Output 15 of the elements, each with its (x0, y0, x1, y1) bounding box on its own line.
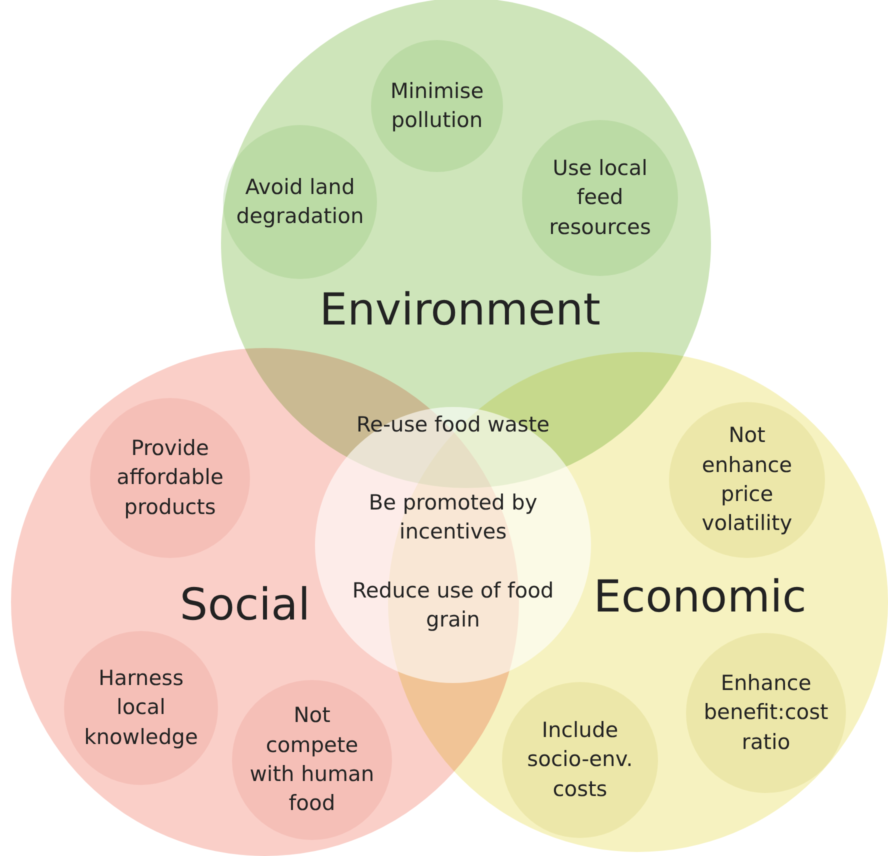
factor-label: Re-use food waste (355, 411, 551, 438)
factor-label: Enhance benefit:cost ratio (702, 670, 830, 756)
circle-title: Environment (320, 284, 600, 336)
factor-label: Minimise pollution (389, 78, 485, 134)
factor-label: Not compete with human food (248, 702, 376, 818)
factor-label: Avoid land degradation (235, 174, 365, 230)
circle-title: Economic (594, 572, 806, 622)
factor-label: Be promoted by incentives (368, 490, 538, 546)
factor-label: Provide affordable products (116, 434, 224, 521)
circle-title: Social (180, 580, 310, 630)
factor-label: Harness local knowledge (83, 664, 199, 751)
factor-label: Reduce use of food grain (351, 578, 555, 634)
factor-label: Use local feed resources (548, 154, 652, 241)
factor-label: Include socio-env. costs (526, 716, 634, 803)
factor-label: Not enhance price volatility (700, 422, 794, 538)
